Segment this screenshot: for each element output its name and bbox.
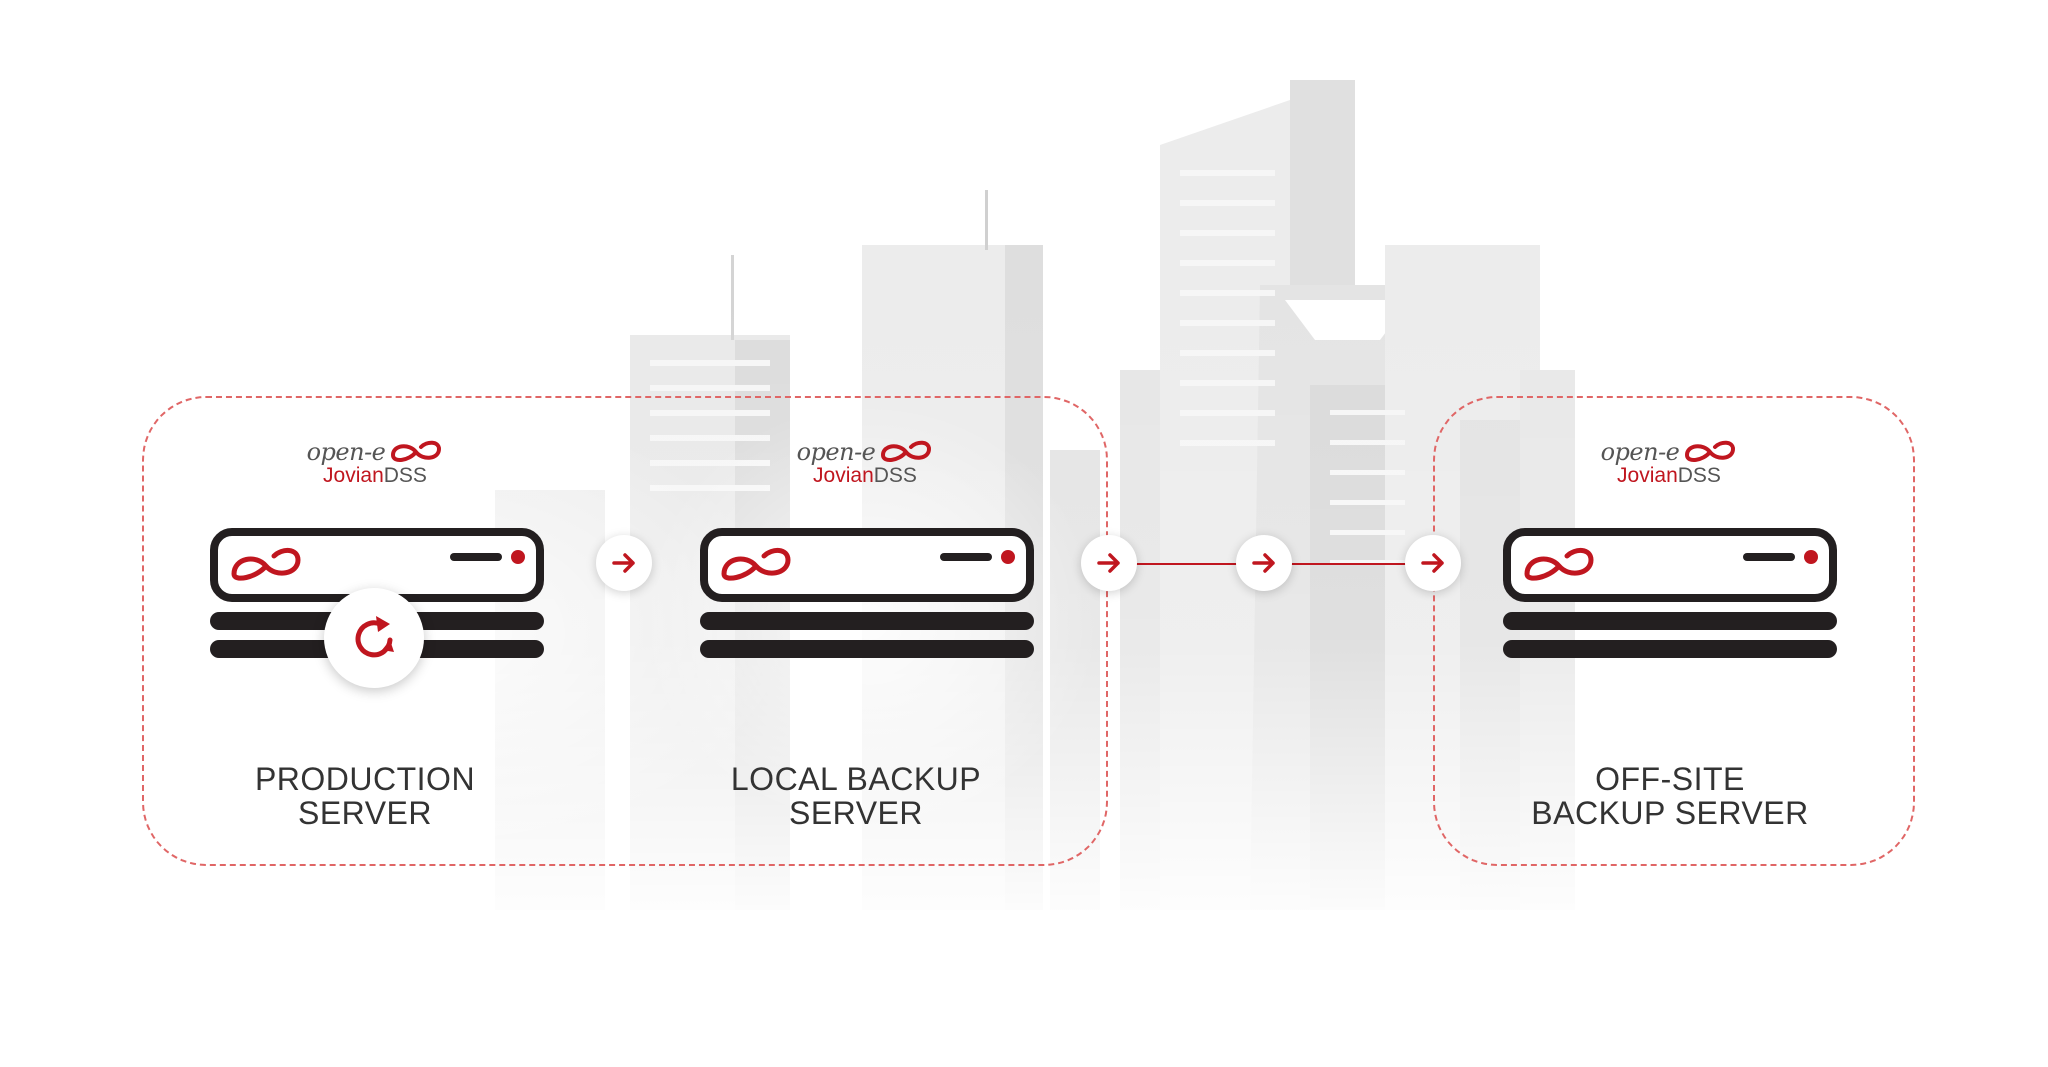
- brand-product-prefix: Jovian: [323, 464, 384, 487]
- arrow-right-icon: [1421, 553, 1444, 573]
- refresh-badge: [324, 588, 424, 688]
- arrow-local-out: [1081, 535, 1137, 591]
- arrow-right-icon: [612, 553, 635, 573]
- label-line2: SERVER: [297, 795, 432, 831]
- arrow-transit: [1236, 535, 1292, 591]
- server-rack-icon: [1503, 528, 1837, 658]
- offsite-zone: [1433, 396, 1915, 866]
- arrow-offsite-in: [1405, 535, 1461, 591]
- brand-product-prefix: Jovian: [813, 464, 874, 487]
- brand-open-text: open-e: [306, 438, 386, 466]
- infinity-logo-icon: [1685, 440, 1736, 462]
- infinity-logo-icon: [391, 440, 442, 462]
- brand-logo-production: open-e JovianDSS: [295, 438, 455, 488]
- refresh-icon: [355, 616, 394, 658]
- brand-product-suffix: DSS: [1677, 464, 1721, 487]
- arrow-production-to-local: [596, 535, 652, 591]
- production-server-label: PRODUCTION SERVER: [195, 762, 535, 830]
- label-line2: BACKUP SERVER: [1531, 795, 1809, 831]
- server-rack-icon: [700, 528, 1034, 658]
- local-site-zone: [142, 396, 1108, 866]
- infinity-logo-icon: [881, 440, 932, 462]
- brand-product-suffix: DSS: [383, 464, 427, 487]
- local-backup-server-label: LOCAL BACKUP SERVER: [686, 762, 1026, 830]
- brand-open-text: open-e: [1600, 438, 1680, 466]
- arrow-right-icon: [1097, 553, 1120, 573]
- label-line1: LOCAL BACKUP: [730, 761, 982, 797]
- brand-open-text: open-e: [796, 438, 876, 466]
- offsite-backup-server-label: OFF-SITE BACKUP SERVER: [1500, 762, 1840, 830]
- brand-logo-offsite: open-e JovianDSS: [1589, 438, 1749, 488]
- brand-product-prefix: Jovian: [1617, 464, 1678, 487]
- brand-logo-local: open-e JovianDSS: [785, 438, 945, 488]
- label-line2: SERVER: [788, 795, 923, 831]
- brand-product-suffix: DSS: [873, 464, 917, 487]
- arrow-right-icon: [1252, 553, 1275, 573]
- label-line1: PRODUCTION: [254, 761, 476, 797]
- label-line1: OFF-SITE: [1595, 761, 1745, 797]
